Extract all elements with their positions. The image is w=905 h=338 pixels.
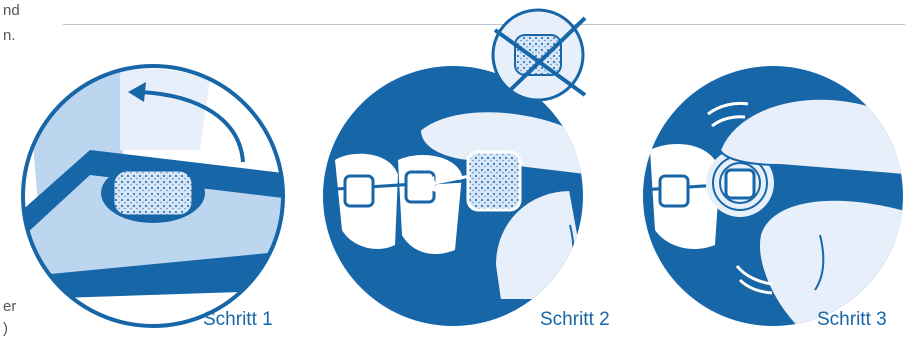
step-3-label: Schritt 3: [817, 309, 887, 331]
step-2-illustration: [320, 10, 590, 326]
step-3-illustration: [640, 66, 905, 330]
step-1-illustration: [0, 64, 300, 326]
step-1-label: Schritt 1: [203, 309, 273, 331]
step-2-label: Schritt 2: [540, 309, 610, 331]
